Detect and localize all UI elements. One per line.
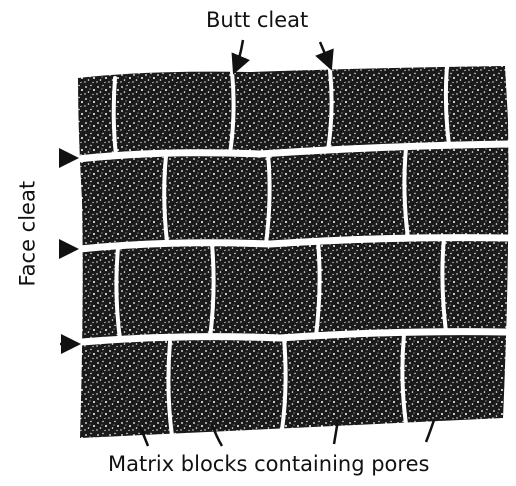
butt-cleat <box>114 78 116 156</box>
butt-cleat-pointers <box>235 40 330 70</box>
butt-cleat-pointer <box>320 42 330 66</box>
matrix-pointer <box>426 420 434 442</box>
butt-cleat-pointer <box>235 40 243 70</box>
face-cleat-arrows <box>60 158 76 344</box>
